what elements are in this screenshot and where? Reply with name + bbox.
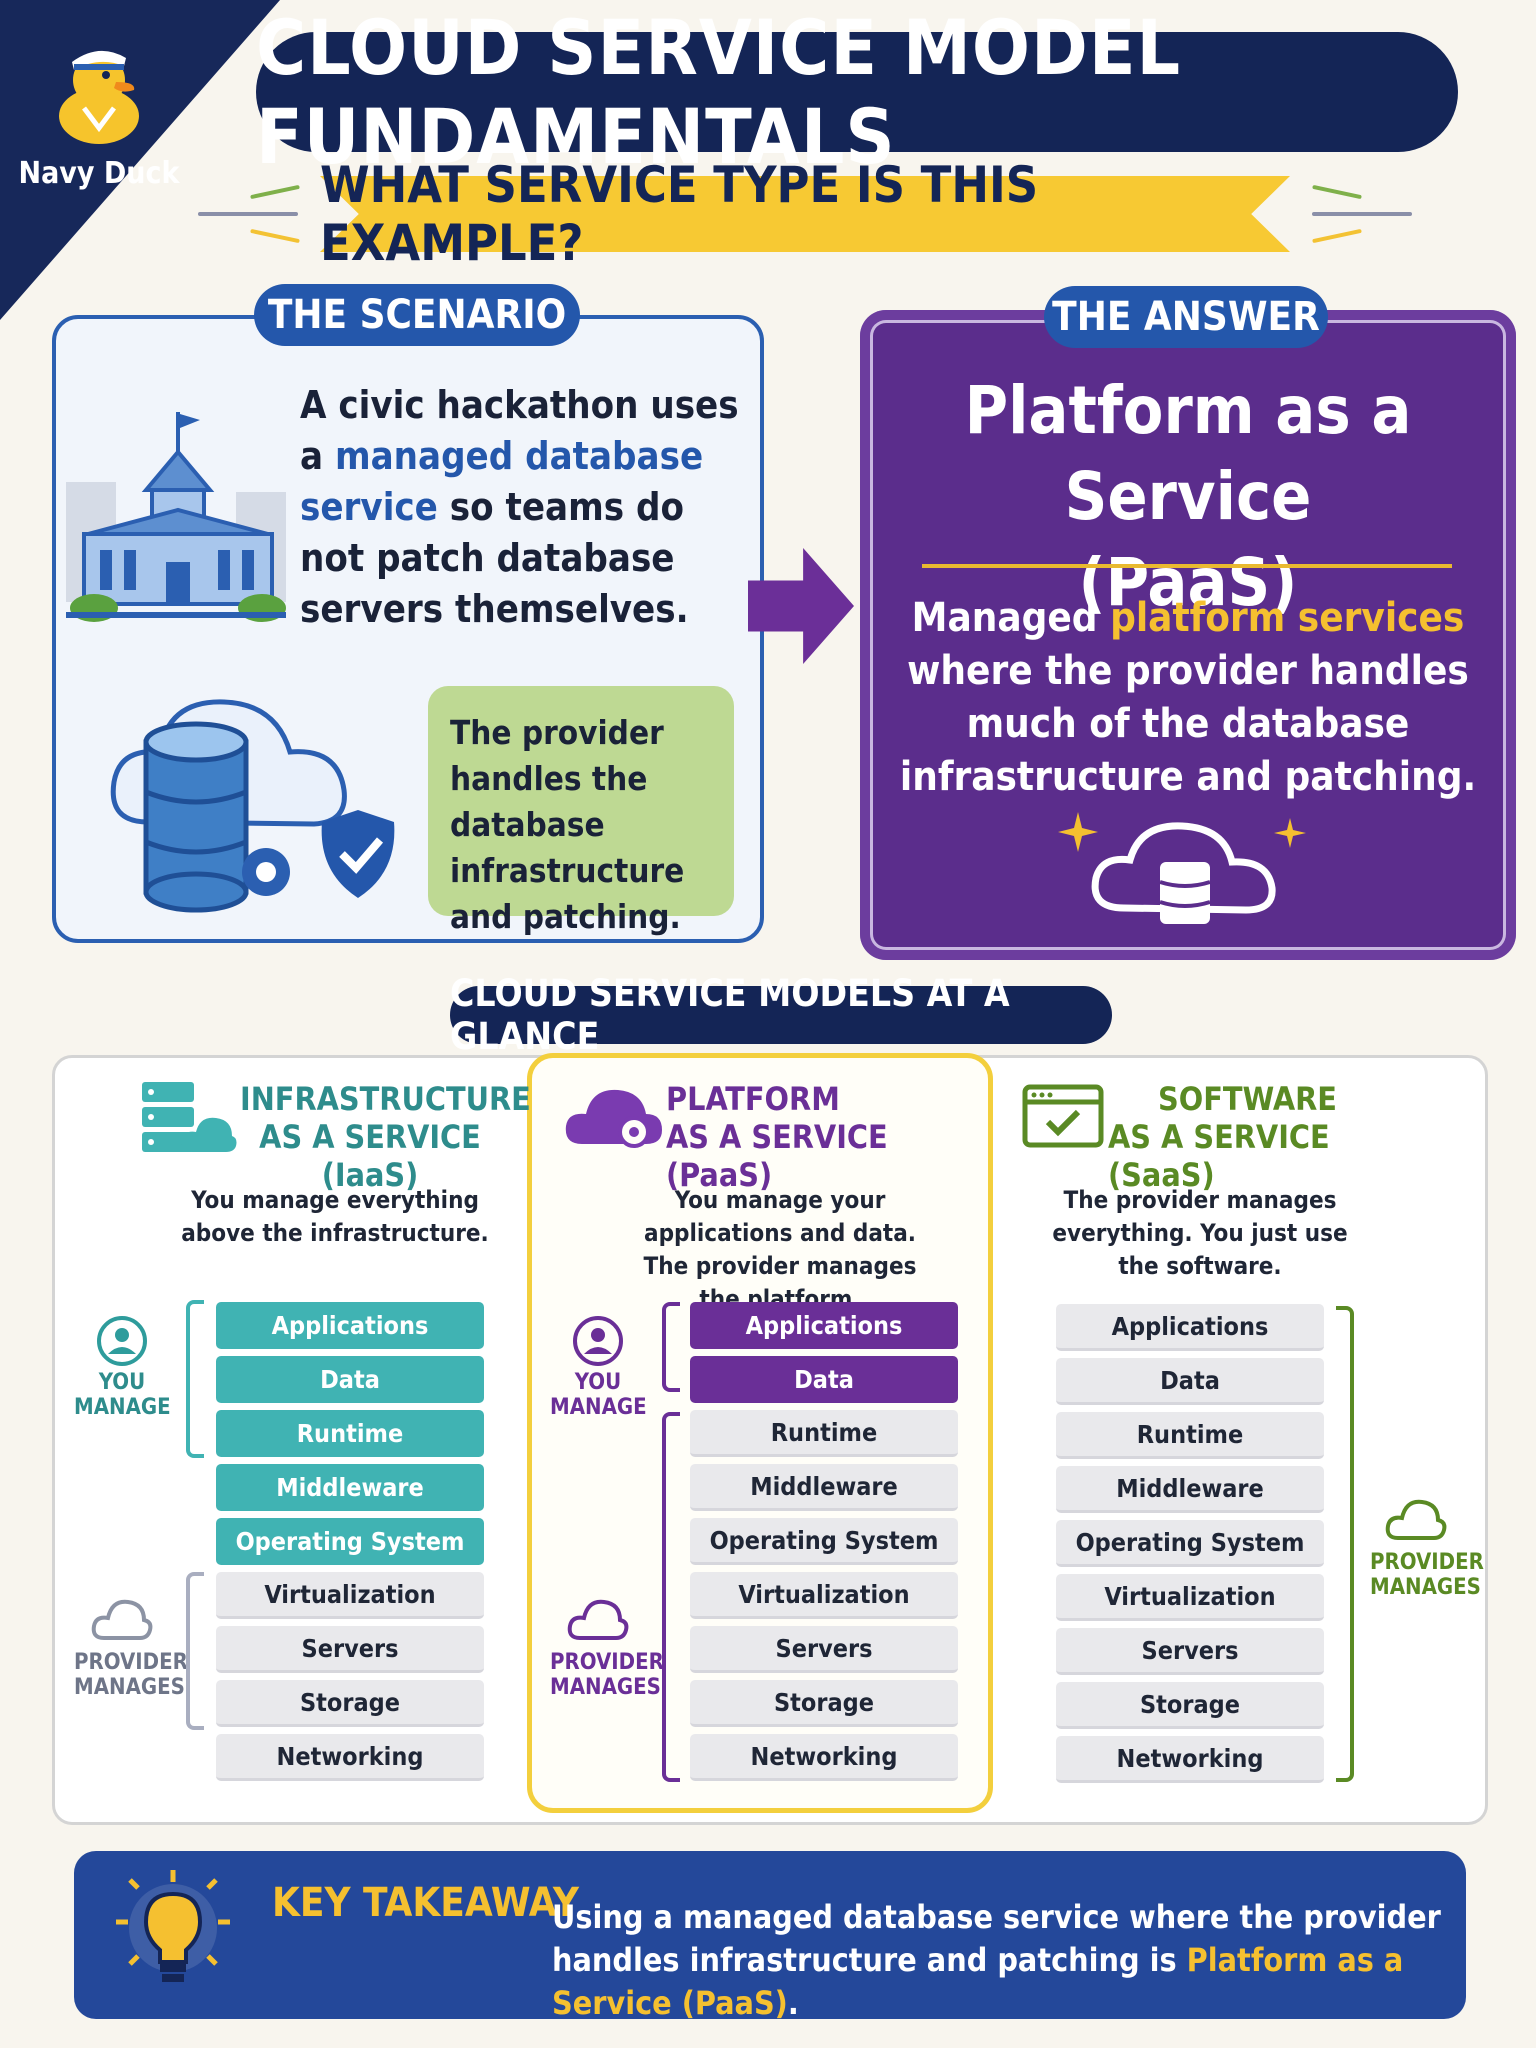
decor-line bbox=[1312, 212, 1412, 216]
answer-title: Platform as a Service (PaaS) bbox=[880, 368, 1496, 626]
divider bbox=[922, 564, 1452, 568]
paas-provider-manages-label: PROVIDER MANAGES bbox=[550, 1650, 664, 1700]
cloud-database-icon bbox=[1058, 812, 1306, 924]
layer-networking: Networking bbox=[216, 1734, 484, 1781]
browser-check-icon bbox=[1022, 1084, 1104, 1148]
layer-virtualization: Virtualization bbox=[1056, 1574, 1324, 1621]
layer-servers: Servers bbox=[1056, 1628, 1324, 1675]
decor-line bbox=[1312, 228, 1362, 244]
layer-networking: Networking bbox=[690, 1734, 958, 1781]
cloud-icon bbox=[1385, 1499, 1447, 1540]
saas-title: SOFTWARE bbox=[1158, 1080, 1337, 1118]
takeaway-text-part: . bbox=[787, 1984, 799, 2022]
answer-desc-part: where the provider handles much of the d… bbox=[899, 648, 1477, 800]
saas-provider-bracket bbox=[1336, 1306, 1354, 1782]
saas-provider-manages-label: PROVIDER MANAGES bbox=[1370, 1550, 1484, 1600]
saas-description: The provider manages everything. You jus… bbox=[1052, 1186, 1348, 1280]
layer-middleware: Middleware bbox=[690, 1464, 958, 1511]
civic-building-icon bbox=[66, 412, 286, 622]
layer-storage: Storage bbox=[690, 1680, 958, 1727]
paas-you-bracket bbox=[662, 1302, 680, 1392]
subtitle-banner: WHAT SERVICE TYPE IS THIS EXAMPLE? bbox=[190, 156, 1420, 272]
paas-description: You manage your applications and data. T… bbox=[643, 1186, 917, 1313]
decor-line bbox=[250, 184, 300, 200]
iaas-title: INFRASTRUCTURE bbox=[240, 1080, 531, 1118]
layer-data: Data bbox=[1056, 1358, 1324, 1405]
iaas-you-bracket bbox=[186, 1300, 204, 1458]
layer-servers: Servers bbox=[690, 1626, 958, 1673]
iaas-provider-manages-label: PROVIDER MANAGES bbox=[74, 1650, 188, 1700]
answer-title-line: (PaaS) bbox=[1078, 544, 1298, 621]
cloud-icon bbox=[567, 1599, 629, 1640]
glance-title: CLOUD SERVICE MODELS AT A GLANCE bbox=[450, 972, 1112, 1058]
layer-storage: Storage bbox=[216, 1680, 484, 1727]
cloud-database-icon bbox=[110, 699, 395, 913]
layer-applications: Applications bbox=[1056, 1304, 1324, 1351]
answer-desc-part: Managed bbox=[911, 595, 1111, 641]
provider-note: The provider handles the database infras… bbox=[428, 686, 734, 936]
user-icon bbox=[573, 1316, 623, 1366]
scenario-tag: THE SCENARIO bbox=[254, 284, 580, 346]
layer-virtualization: Virtualization bbox=[690, 1572, 958, 1619]
scenario-highlight: managed database service bbox=[300, 434, 704, 529]
key-takeaway-banner bbox=[74, 1851, 1466, 2019]
layer-runtime: Runtime bbox=[690, 1410, 958, 1457]
answer-title-line: Platform as a Service bbox=[964, 372, 1412, 535]
scenario-text: A civic hackathon uses a managed databas… bbox=[300, 380, 750, 635]
iaas-provider-bracket bbox=[186, 1572, 204, 1730]
layer-servers: Servers bbox=[216, 1626, 484, 1673]
brand-name: Navy Duck bbox=[18, 156, 180, 191]
brand-logo: Navy Duck bbox=[14, 28, 184, 191]
scenario-text-part: A civic hackathon uses a bbox=[300, 383, 739, 478]
layer-networking: Networking bbox=[1056, 1736, 1324, 1783]
answer-description: Managed platform services where the prov… bbox=[880, 592, 1496, 804]
paas-provider-bracket bbox=[662, 1412, 680, 1782]
paas-you-manage-label: YOU MANAGE bbox=[550, 1370, 647, 1420]
iaas-you-manage-label: YOU MANAGE bbox=[74, 1370, 171, 1420]
layer-virtualization: Virtualization bbox=[216, 1572, 484, 1619]
layer-applications: Applications bbox=[690, 1302, 958, 1349]
layer-middleware: Middleware bbox=[1056, 1466, 1324, 1513]
lightbulb-icon bbox=[116, 1870, 230, 1982]
decor-line bbox=[250, 228, 300, 244]
layer-data: Data bbox=[216, 1356, 484, 1403]
takeaway-highlight: Platform as a Service (PaaS) bbox=[552, 1941, 1404, 2022]
paas-subtitle: AS A SERVICE (PaaS) bbox=[666, 1118, 888, 1194]
iaas-title-line: INFRASTRUCTURE bbox=[240, 1080, 531, 1118]
subtitle-ribbon bbox=[320, 176, 1290, 252]
user-icon bbox=[97, 1316, 147, 1366]
decor-line bbox=[1312, 184, 1362, 200]
scenario-text-part: so teams do not patch database servers t… bbox=[300, 485, 689, 631]
cloud-gear-icon bbox=[565, 1089, 662, 1148]
layer-middleware: Middleware bbox=[216, 1464, 484, 1511]
saas-subtitle: AS A SERVICE (SaaS) bbox=[1108, 1118, 1330, 1194]
page-title: CLOUD SERVICE MODEL FUNDAMENTALS bbox=[256, 3, 1458, 181]
answer-card bbox=[860, 310, 1516, 960]
answer-highlight: platform services bbox=[1110, 595, 1465, 641]
decor-line bbox=[198, 212, 298, 216]
iaas-description: You manage everything above the infrastr… bbox=[181, 1186, 489, 1247]
layer-runtime: Runtime bbox=[1056, 1412, 1324, 1459]
iaas-subtitle: AS A SERVICE (IaaS) bbox=[259, 1118, 481, 1194]
server-cloud-icon bbox=[142, 1082, 237, 1152]
paas-title: PLATFORM bbox=[666, 1080, 840, 1118]
brand-corner bbox=[0, 0, 280, 320]
answer-tag: THE ANSWER bbox=[1044, 286, 1328, 348]
cloud-icon bbox=[91, 1599, 153, 1640]
layer-operating-system: Operating System bbox=[690, 1518, 958, 1565]
layer-data: Data bbox=[690, 1356, 958, 1403]
takeaway-text: Using a managed database service where t… bbox=[552, 1896, 1452, 2025]
duck-mascot-icon bbox=[59, 50, 139, 144]
layer-applications: Applications bbox=[216, 1302, 484, 1349]
subtitle-text: WHAT SERVICE TYPE IS THIS EXAMPLE? bbox=[320, 156, 1039, 272]
takeaway-heading: KEY TAKEAWAY bbox=[272, 1880, 579, 1926]
layer-operating-system: Operating System bbox=[1056, 1520, 1324, 1567]
layer-storage: Storage bbox=[1056, 1682, 1324, 1729]
takeaway-text-part: Using a managed database service where t… bbox=[552, 1898, 1441, 1979]
layer-runtime: Runtime bbox=[216, 1410, 484, 1457]
layer-operating-system: Operating System bbox=[216, 1518, 484, 1565]
